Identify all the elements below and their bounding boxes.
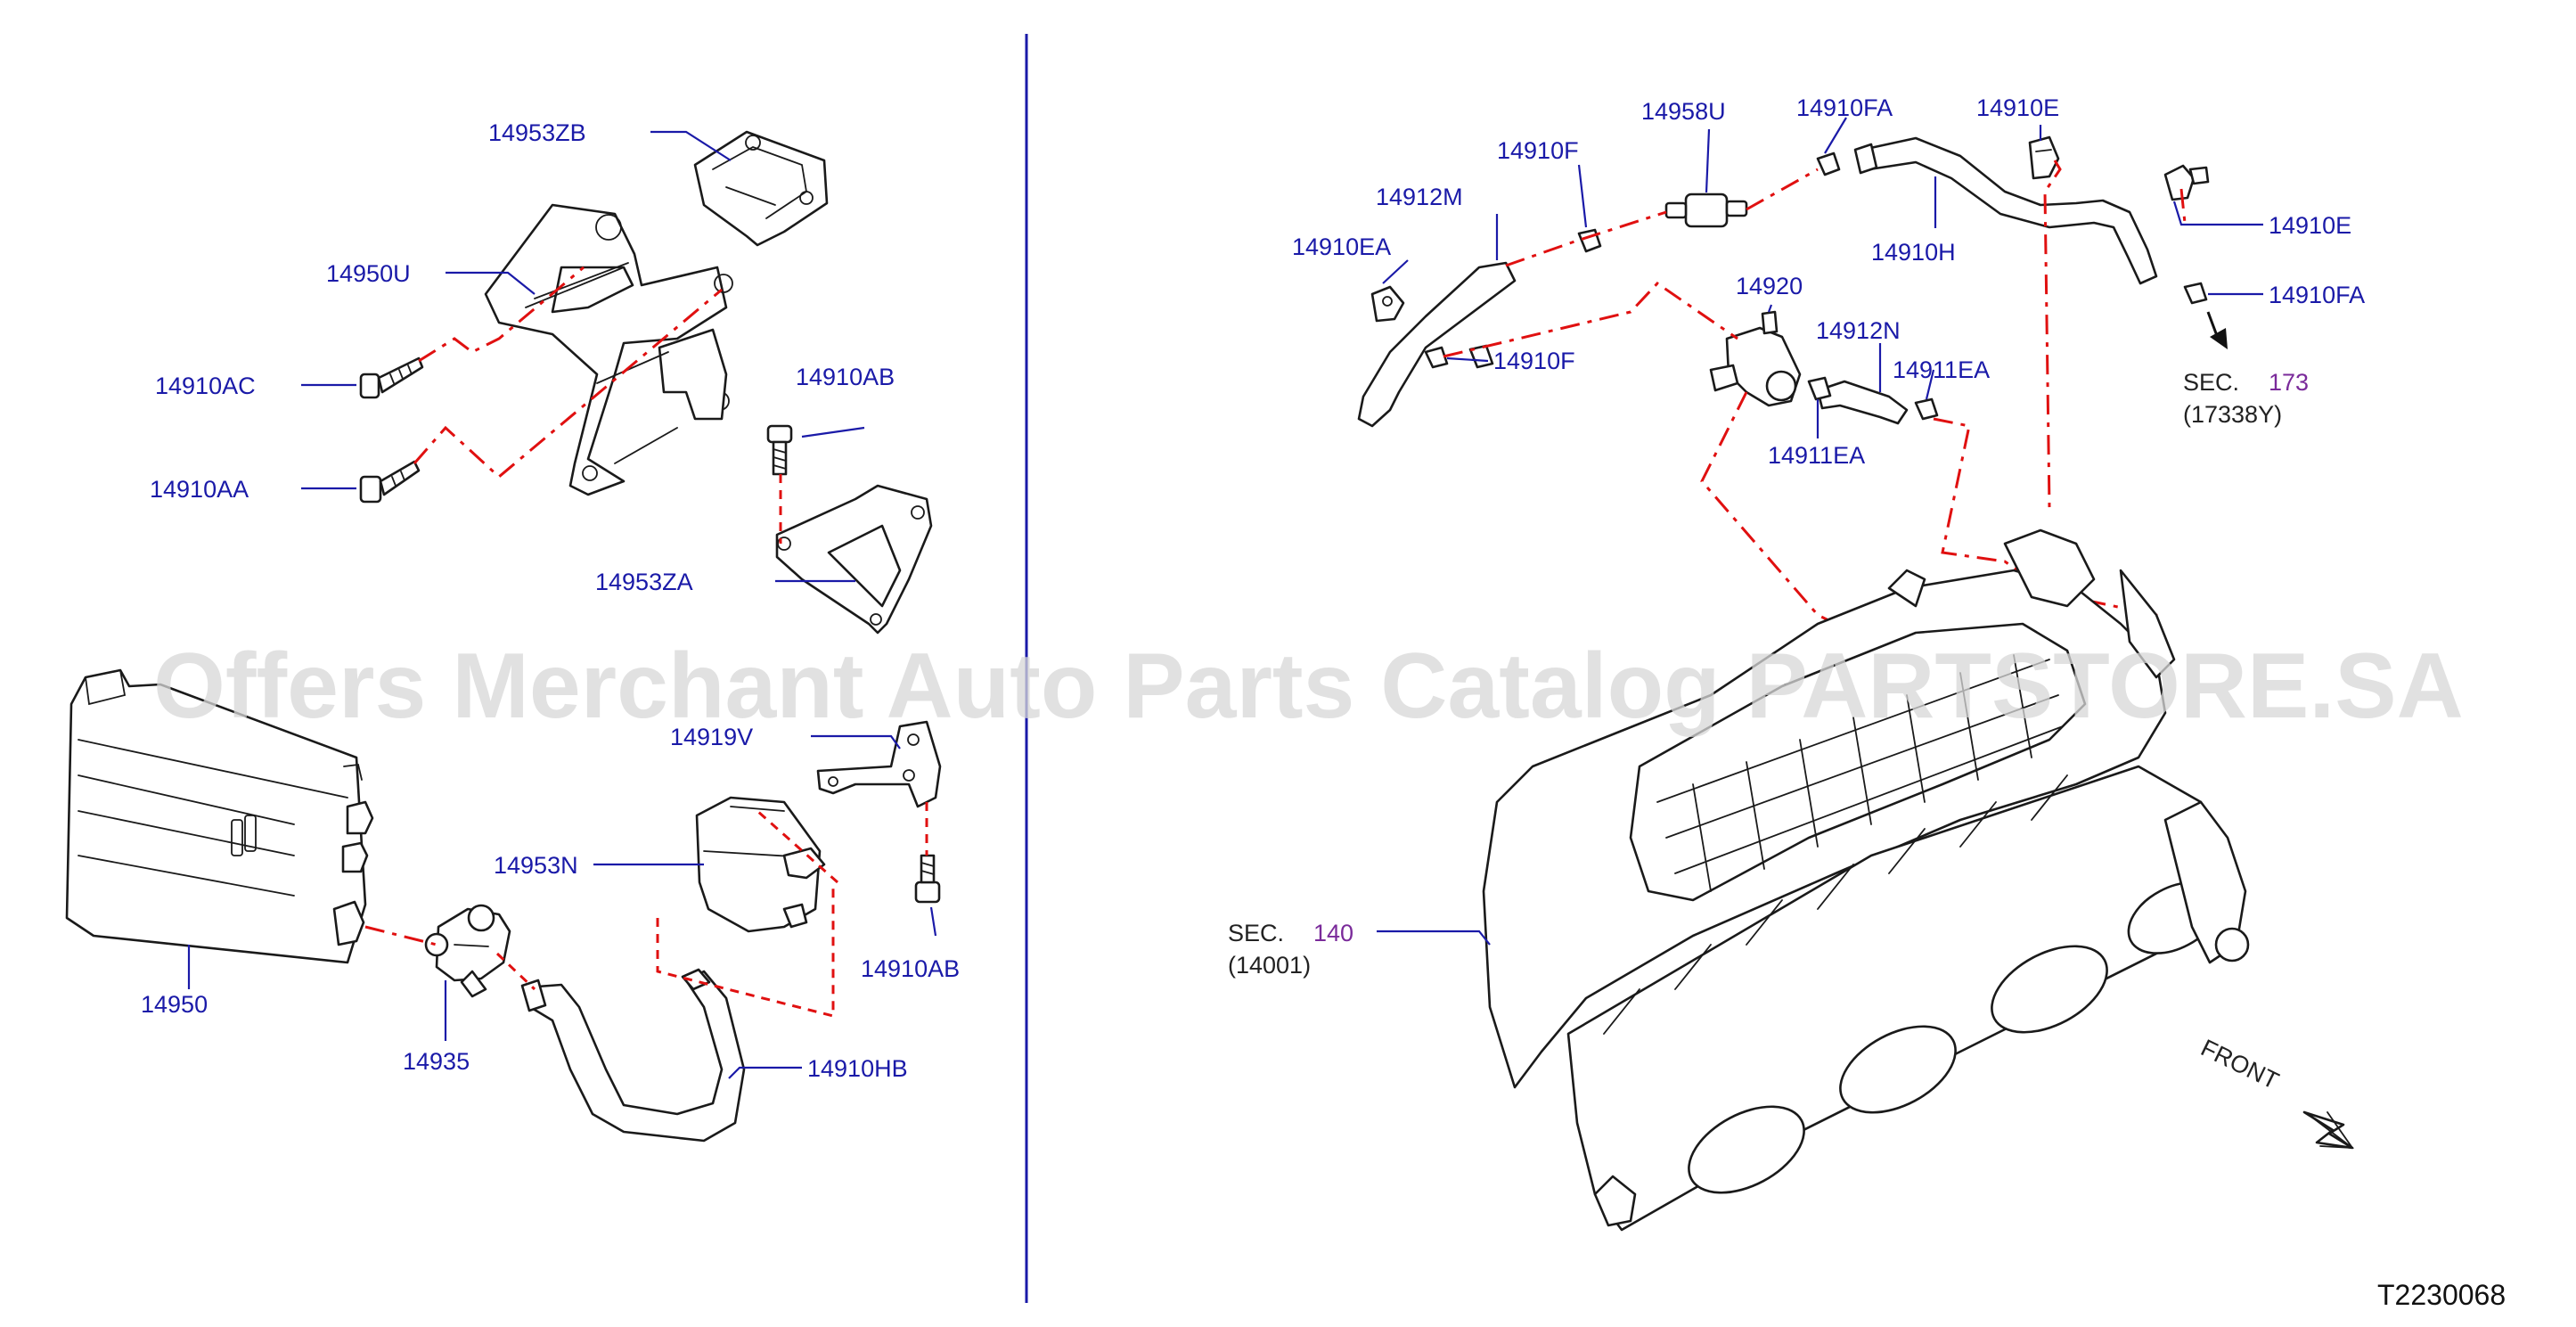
label-14910F-left: 14910F xyxy=(1493,348,1575,374)
valve-14920 xyxy=(1709,310,1802,407)
bracket-14953ZB xyxy=(693,130,829,247)
section-ref-140: SEC. 140 (14001) xyxy=(1228,920,1353,979)
dash-line xyxy=(364,925,438,946)
label-14958U: 14958U xyxy=(1641,98,1726,125)
bolt-14910AC xyxy=(359,356,424,399)
label-14910E-right: 14910E xyxy=(2269,212,2351,239)
bracket-14953ZA xyxy=(775,484,933,635)
bolt-14910AB-top xyxy=(766,424,793,476)
label-14953ZB: 14953ZB xyxy=(488,119,586,146)
label-14919V: 14919V xyxy=(670,724,753,750)
label-14910H: 14910H xyxy=(1871,239,1956,266)
valve-14935 xyxy=(424,904,511,998)
label-14910HB: 14910HB xyxy=(807,1055,908,1082)
dash-line xyxy=(1700,391,1836,626)
section-ref-173: SEC. 173 (17338Y) xyxy=(2183,369,2309,428)
clip-14910F-left xyxy=(1424,346,1449,369)
label-14950: 14950 xyxy=(141,991,208,1018)
hose-14910H xyxy=(1853,136,2158,285)
intake-manifold-sec140 xyxy=(1482,528,2250,1232)
sec173-number: 173 xyxy=(2269,369,2309,396)
label-14935: 14935 xyxy=(403,1048,470,1075)
label-14910EA: 14910EA xyxy=(1292,233,1391,260)
bracket-14950U xyxy=(484,203,733,496)
valve-14958U xyxy=(1664,192,1748,228)
dash-line xyxy=(2179,188,2187,224)
label-14912M: 14912M xyxy=(1376,184,1463,210)
label-14953N: 14953N xyxy=(494,852,578,879)
front-label: FRONT xyxy=(2196,1034,2283,1094)
canister-14950 xyxy=(65,668,374,964)
part-labels: 14953ZB 14950U 14910AC 14910AA 14910AB 1… xyxy=(141,94,2365,1082)
clip-14910E-top xyxy=(2028,135,2060,180)
dash-line xyxy=(413,288,723,479)
clip-14910E-right xyxy=(2163,164,2210,201)
dash-line xyxy=(1746,168,1819,211)
dash-line xyxy=(756,809,838,884)
label-14910FA-top: 14910FA xyxy=(1796,94,1893,121)
diagram-ref: T2230068 xyxy=(2377,1279,2506,1311)
label-14910E-top: 14910E xyxy=(1976,94,2059,121)
label-14910F-top: 14910F xyxy=(1497,137,1579,164)
sec140-label: SEC. xyxy=(1228,920,1284,946)
front-indicator: FRONT xyxy=(2196,1034,2354,1150)
label-14910AB-bottom: 14910AB xyxy=(861,955,960,982)
sec173-code: (17338Y) xyxy=(2183,401,2282,428)
dash-line xyxy=(418,266,585,363)
hose-14912N xyxy=(1816,380,1909,425)
clip-14910EA xyxy=(1370,285,1405,323)
dash-line xyxy=(2043,160,2062,509)
bolt-14910AB-bottom xyxy=(914,854,941,904)
leader-lines xyxy=(187,117,2263,1079)
sec140-code: (14001) xyxy=(1228,952,1311,979)
sec173-label: SEC. xyxy=(2183,369,2239,396)
clip-14910FA-right xyxy=(2183,282,2208,305)
dash-line xyxy=(1505,210,1667,267)
hose-14910HB xyxy=(520,968,746,1143)
bracket-14953N xyxy=(695,796,826,933)
arrow-sec173 xyxy=(2206,311,2228,349)
label-14953ZA: 14953ZA xyxy=(595,569,693,595)
dash-line xyxy=(495,952,536,991)
label-14910AC: 14910AC xyxy=(155,373,256,399)
clip-14911EA xyxy=(1807,376,1939,421)
label-14950U: 14950U xyxy=(326,260,411,287)
dash-line xyxy=(1443,282,1738,358)
label-14910FA-right: 14910FA xyxy=(2269,282,2365,308)
label-14910AB-top: 14910AB xyxy=(796,364,895,390)
label-14912N: 14912N xyxy=(1816,317,1901,344)
label-14911EA-right: 14911EA xyxy=(1893,356,1990,383)
label-14920: 14920 xyxy=(1736,273,1803,299)
label-14911EA-bottom: 14911EA xyxy=(1768,442,1865,469)
label-14910AA: 14910AA xyxy=(150,476,249,503)
watermark-text: Offers Merchant Auto Parts Catalog PARTS… xyxy=(153,635,2464,738)
bolt-14910AA xyxy=(359,460,421,504)
sec140-number: 140 xyxy=(1313,920,1353,946)
clip-14910FA-top xyxy=(1816,152,1841,176)
